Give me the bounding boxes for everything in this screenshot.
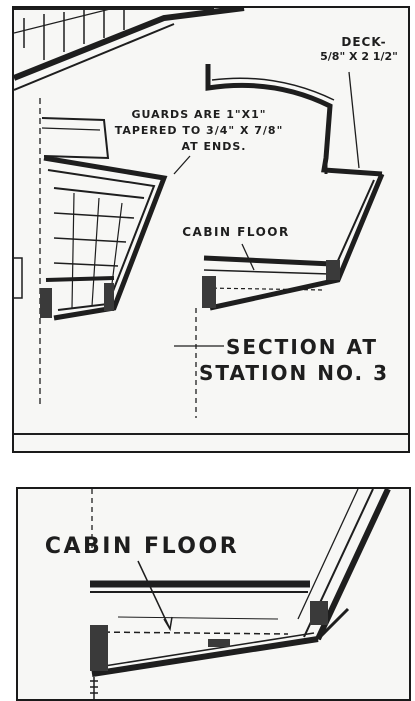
- leader-lines: [173, 71, 360, 347]
- left-hull-view: [14, 117, 168, 321]
- right-cross-section: [202, 64, 385, 311]
- section-title-line1: SECTION AT: [226, 335, 378, 359]
- guards-label-line3: AT ENDS.: [182, 140, 247, 153]
- deck-dimension-label: 5/8" X 2 1/2": [320, 50, 398, 63]
- deck-label: DECK-: [341, 35, 386, 49]
- roof-structure: [14, 8, 245, 91]
- section-title-line2: STATION NO. 3: [199, 361, 389, 385]
- guards-label-line1: GUARDS ARE 1"X1": [131, 108, 266, 121]
- section-drawing-panel: DECK- 5/8" X 2 1/2" GUARDS ARE 1"X1" TAP…: [12, 6, 410, 453]
- cabin-floor-detail-panel: CABIN FLOOR: [16, 487, 411, 701]
- section-drawing: DECK- 5/8" X 2 1/2" GUARDS ARE 1"X1" TAP…: [14, 8, 408, 435]
- cabin-floor-label: CABIN FLOOR: [182, 225, 289, 239]
- cabin-floor-detail: CABIN FLOOR: [45, 489, 391, 699]
- guards-label-line2: TAPERED TO 3/4" X 7/8": [115, 124, 284, 137]
- detail-structure: [90, 489, 391, 699]
- detail-cabin-floor-label: CABIN FLOOR: [45, 534, 239, 559]
